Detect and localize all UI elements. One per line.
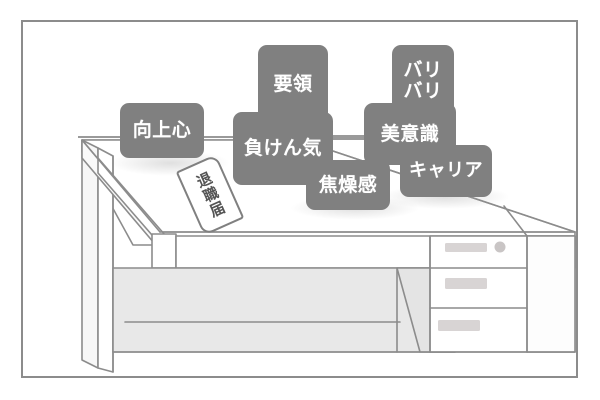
drawer-pedestal-bevel <box>503 205 528 237</box>
keyword-node-makenki: 負けん気 <box>233 112 333 185</box>
drawer-handle-middle <box>445 278 487 289</box>
connector-makenki-biishiki <box>329 135 369 140</box>
keyword-node-kyaria: キャリア <box>400 145 492 197</box>
drawer-handle-bottom <box>438 320 480 331</box>
keyword-node-shosokan: 焦燥感 <box>306 160 390 210</box>
drawer-lock-icon <box>494 241 506 253</box>
drawer-handle-top <box>445 243 487 252</box>
connector-kojoshin-makenki <box>202 136 236 138</box>
keyword-node-label: 向上心 <box>132 119 192 142</box>
keyword-node-label: 負けん気 <box>243 137 322 160</box>
keyword-node-label: 美意識 <box>380 122 440 145</box>
connector-left-stub <box>78 136 122 138</box>
keyword-node-kojoshin: 向上心 <box>120 103 204 158</box>
keyword-node-label: バリ バリ <box>403 59 443 102</box>
keyword-node-label: 焦燥感 <box>318 173 378 196</box>
desk-corner-block <box>151 233 177 269</box>
keyword-node-label: 要領 <box>273 72 313 95</box>
resignation-letter-text: 退職届 <box>192 169 229 221</box>
desk-top-left-edge <box>81 139 161 233</box>
keyword-node-yoryo: 要領 <box>258 45 328 123</box>
keyword-node-label: キャリア <box>409 160 483 182</box>
drawer-hardware <box>438 241 506 331</box>
drawer-pedestal-side <box>526 235 576 353</box>
